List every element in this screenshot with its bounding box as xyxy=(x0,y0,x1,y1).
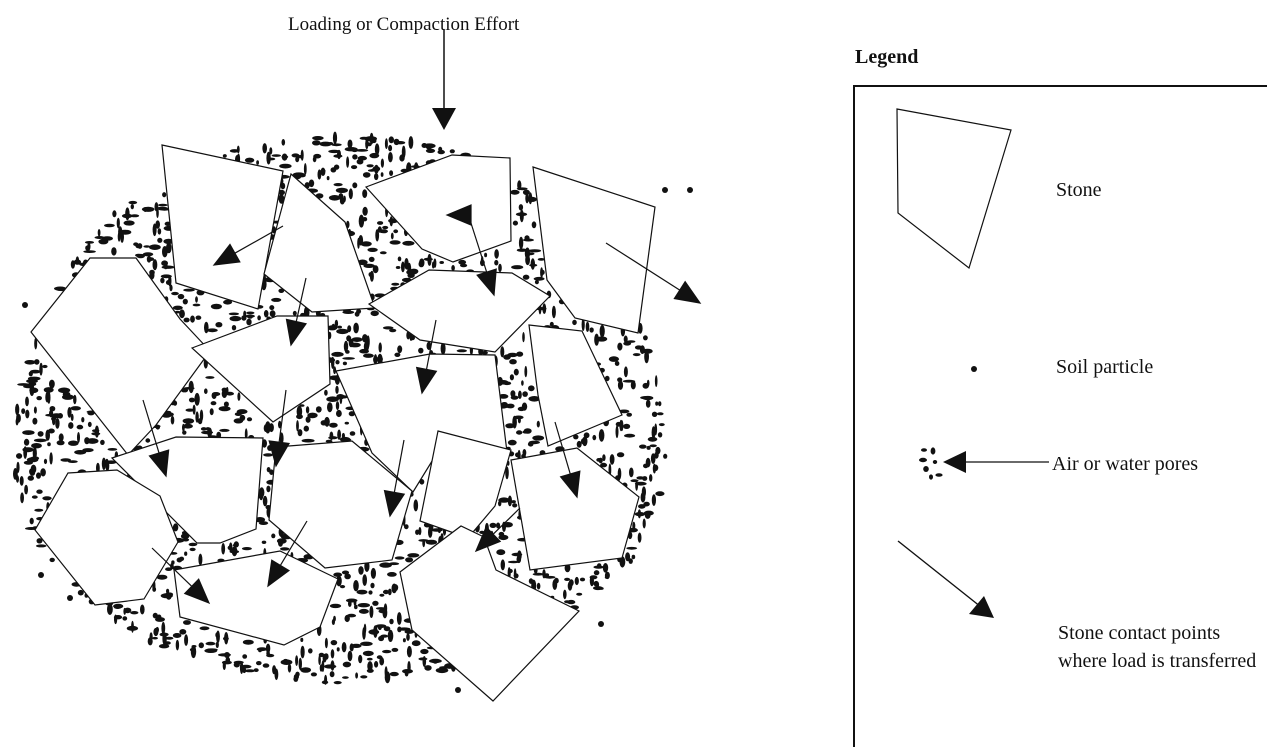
stone xyxy=(190,315,331,423)
stone xyxy=(161,144,284,310)
stone xyxy=(532,166,656,334)
stone xyxy=(510,447,640,571)
legend-label-stone: Stone xyxy=(1056,179,1102,201)
contact-arrow xyxy=(383,439,406,518)
contact-arrow xyxy=(469,219,497,297)
contact-arrow xyxy=(605,242,702,304)
load-label: Loading or Compaction Effort xyxy=(288,14,520,35)
stone xyxy=(110,436,264,544)
stone xyxy=(30,257,211,456)
stone xyxy=(528,324,623,447)
legend-label-pores: Air or water pores xyxy=(1052,453,1199,475)
contact-arrows xyxy=(142,204,702,605)
contact-arrow xyxy=(268,389,291,468)
stone xyxy=(173,550,339,646)
contact-arrow xyxy=(142,399,170,478)
contact-arrow xyxy=(267,520,308,588)
contact-arrow xyxy=(554,421,581,499)
stone xyxy=(367,269,551,353)
legend-label-soil-particle: Soil particle xyxy=(1056,356,1154,378)
stone-polygon-icon xyxy=(896,108,1012,270)
stone xyxy=(419,430,512,539)
stone xyxy=(364,154,512,263)
legend-graphics xyxy=(896,108,1049,618)
stone xyxy=(263,172,376,313)
contact-arrow xyxy=(285,277,308,347)
legend-label-contact-points: Stone contact points where load is trans… xyxy=(1058,622,1257,672)
pore-cluster-icon xyxy=(919,447,1049,480)
contact-arrow xyxy=(212,225,284,266)
contact-arrow xyxy=(445,204,472,226)
load-arrow xyxy=(432,30,456,130)
stone xyxy=(399,525,580,702)
stone xyxy=(34,469,179,606)
load-transfer-arrow-icon xyxy=(897,540,994,618)
stones xyxy=(30,144,656,702)
legend-box xyxy=(853,85,1267,747)
stone xyxy=(268,440,413,569)
contact-arrow xyxy=(474,507,521,553)
soil-particle-dot-icon xyxy=(971,366,977,372)
aggregate-diagram xyxy=(13,30,702,702)
contact-arrow xyxy=(415,319,438,395)
legend-title: Legend xyxy=(855,46,919,68)
contact-arrow xyxy=(151,547,211,605)
